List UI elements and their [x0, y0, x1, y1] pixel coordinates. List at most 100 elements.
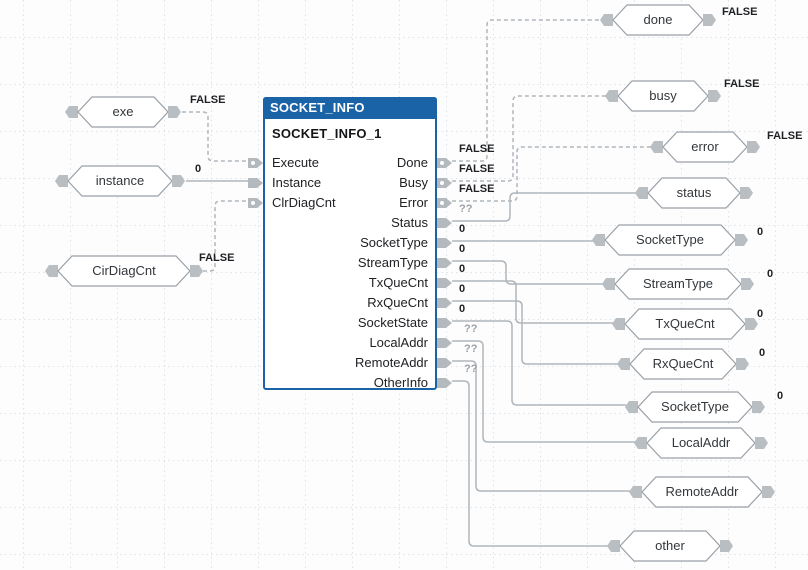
- pin-value-streamtype: 0: [459, 243, 466, 255]
- tag-left-connector-icon[interactable]: [55, 175, 68, 187]
- tag-right-connector-icon[interactable]: [747, 141, 760, 153]
- pin-txquecnt-connector-icon[interactable]: [437, 278, 452, 288]
- tag-txquecnt[interactable]: [624, 308, 746, 340]
- pin-label-streamtype: StreamType: [357, 255, 428, 270]
- tag-right-connector-icon[interactable]: [703, 14, 716, 26]
- value-sockettype2: 0: [777, 390, 784, 402]
- value-cirdiagcnt: FALSE: [199, 252, 235, 264]
- value-rxquecnt: 0: [759, 347, 766, 359]
- tag-label-status: status: [676, 185, 712, 200]
- value-txquecnt: 0: [757, 308, 764, 320]
- tag-right-connector-icon[interactable]: [740, 187, 753, 199]
- pin-label-remoteaddr: RemoteAddr: [355, 355, 428, 370]
- tag-left-connector-icon[interactable]: [634, 437, 647, 449]
- tag-right-connector-icon[interactable]: [741, 278, 754, 290]
- tag-rxquecnt[interactable]: [629, 348, 737, 380]
- pin-label-instance: Instance: [272, 175, 322, 190]
- tag-left-connector-icon[interactable]: [605, 90, 618, 102]
- tag-remoteaddr[interactable]: [641, 476, 763, 508]
- wire-rxquecnt-to-rxquecnt-tag[interactable]: [452, 300, 618, 365]
- pin-streamtype-connector-icon[interactable]: [437, 258, 452, 268]
- tag-left-connector-icon[interactable]: [592, 234, 605, 246]
- pin-localaddr-connector-icon[interactable]: [437, 338, 452, 348]
- pin-socketstate-connector-icon[interactable]: [437, 318, 452, 328]
- pin-remoteaddr-connector-icon[interactable]: [437, 358, 452, 368]
- tag-error[interactable]: [662, 131, 748, 163]
- pin-value-status: ??: [459, 203, 473, 215]
- tag-right-connector-icon[interactable]: [745, 318, 758, 330]
- wire-streamtype-to-streamtype-tag[interactable]: [452, 260, 603, 285]
- pin-execute-connector-icon[interactable]: [248, 158, 263, 168]
- tag-label-error: error: [691, 139, 719, 154]
- tag-exe[interactable]: [77, 96, 169, 128]
- pin-label-execute: Execute: [272, 155, 319, 170]
- wire-txquecnt-to-txquecnt-tag[interactable]: [452, 280, 613, 324]
- tag-streamtype[interactable]: [614, 268, 742, 300]
- tag-right-connector-icon[interactable]: [736, 358, 749, 370]
- tag-busy[interactable]: [617, 80, 709, 112]
- pin-status-connector-icon[interactable]: [437, 218, 452, 228]
- tag-right-connector-icon[interactable]: [752, 401, 765, 413]
- tag-right-connector-icon[interactable]: [762, 486, 775, 498]
- pin-label-socketstate: SocketState: [357, 315, 428, 330]
- tag-cirdiagcnt[interactable]: [57, 255, 191, 287]
- tag-status[interactable]: [647, 177, 741, 209]
- tag-done[interactable]: [612, 4, 704, 36]
- tag-right-connector-icon[interactable]: [168, 106, 181, 118]
- tag-sockettype2[interactable]: [637, 391, 753, 423]
- tag-label-instance: instance: [95, 173, 145, 188]
- wire-status-to-status-tag[interactable]: [452, 192, 636, 222]
- pin-value-busy: FALSE: [459, 163, 495, 175]
- tag-sockettype[interactable]: [604, 224, 736, 256]
- pin-label-localaddr: LocalAddr: [369, 335, 428, 350]
- wire-exe-to-execute[interactable]: [182, 111, 248, 162]
- pin-clrdiagcnt-connector-icon[interactable]: [248, 198, 263, 208]
- pin-value-done: FALSE: [459, 143, 495, 155]
- wire-otherinfo-to-other-tag[interactable]: [452, 380, 608, 547]
- tag-localaddr[interactable]: [646, 427, 756, 459]
- tag-left-connector-icon[interactable]: [617, 358, 630, 370]
- tag-left-connector-icon[interactable]: [602, 278, 615, 290]
- tag-left-connector-icon[interactable]: [600, 14, 613, 26]
- pin-otherinfo-connector-icon[interactable]: [437, 378, 452, 388]
- wire-cirdiagcnt-to-clrdiagcnt[interactable]: [203, 200, 248, 272]
- pin-instance-connector-icon[interactable]: [248, 178, 263, 188]
- tag-other[interactable]: [619, 530, 721, 562]
- tag-left-connector-icon[interactable]: [45, 265, 58, 277]
- tag-left-connector-icon[interactable]: [607, 540, 620, 552]
- tag-right-connector-icon[interactable]: [190, 265, 203, 277]
- tag-label-other: other: [655, 538, 685, 553]
- wire-socketstate-to-sockettype2-tag[interactable]: [452, 320, 626, 406]
- tag-label-rxquecnt: RxQueCnt: [652, 356, 714, 371]
- tag-right-connector-icon[interactable]: [720, 540, 733, 552]
- pin-sockettype-connector-icon[interactable]: [437, 238, 452, 248]
- tag-instance[interactable]: [67, 165, 173, 197]
- pin-busy-connector-icon[interactable]: [437, 178, 452, 188]
- wire-localaddr-to-localaddr-tag[interactable]: [452, 340, 635, 443]
- pin-done-connector-icon[interactable]: [437, 158, 452, 168]
- tag-left-connector-icon[interactable]: [635, 187, 648, 199]
- tag-right-connector-icon[interactable]: [735, 234, 748, 246]
- tag-right-connector-icon[interactable]: [172, 175, 185, 187]
- pin-label-clrdiagcnt: ClrDiagCnt: [272, 195, 336, 210]
- tag-right-connector-icon[interactable]: [755, 437, 768, 449]
- tag-label-sockettype: SocketType: [636, 232, 704, 247]
- tag-left-connector-icon[interactable]: [65, 106, 78, 118]
- wire-busy-to-busy-tag[interactable]: [452, 95, 606, 182]
- tag-left-connector-icon[interactable]: [650, 141, 663, 153]
- pin-value-socketstate: 0: [459, 303, 466, 315]
- tag-left-connector-icon[interactable]: [612, 318, 625, 330]
- tag-right-connector-icon[interactable]: [708, 90, 721, 102]
- pin-label-rxquecnt: RxQueCnt: [367, 295, 428, 310]
- tag-left-connector-icon[interactable]: [625, 401, 638, 413]
- value-streamtype: 0: [767, 268, 774, 280]
- wire-remoteaddr-to-remoteaddr-tag[interactable]: [452, 360, 630, 492]
- value-busy: FALSE: [724, 78, 760, 90]
- function-block-socket-info[interactable]: SOCKET_INFO SOCKET_INFO_1 Execute Instan…: [248, 97, 452, 390]
- tag-label-cirdiagcnt: CirDiagCnt: [92, 263, 156, 278]
- pin-rxquecnt-connector-icon[interactable]: [437, 298, 452, 308]
- wire-done-to-done-tag[interactable]: [452, 19, 601, 162]
- tag-left-connector-icon[interactable]: [629, 486, 642, 498]
- pin-error-connector-icon[interactable]: [437, 198, 452, 208]
